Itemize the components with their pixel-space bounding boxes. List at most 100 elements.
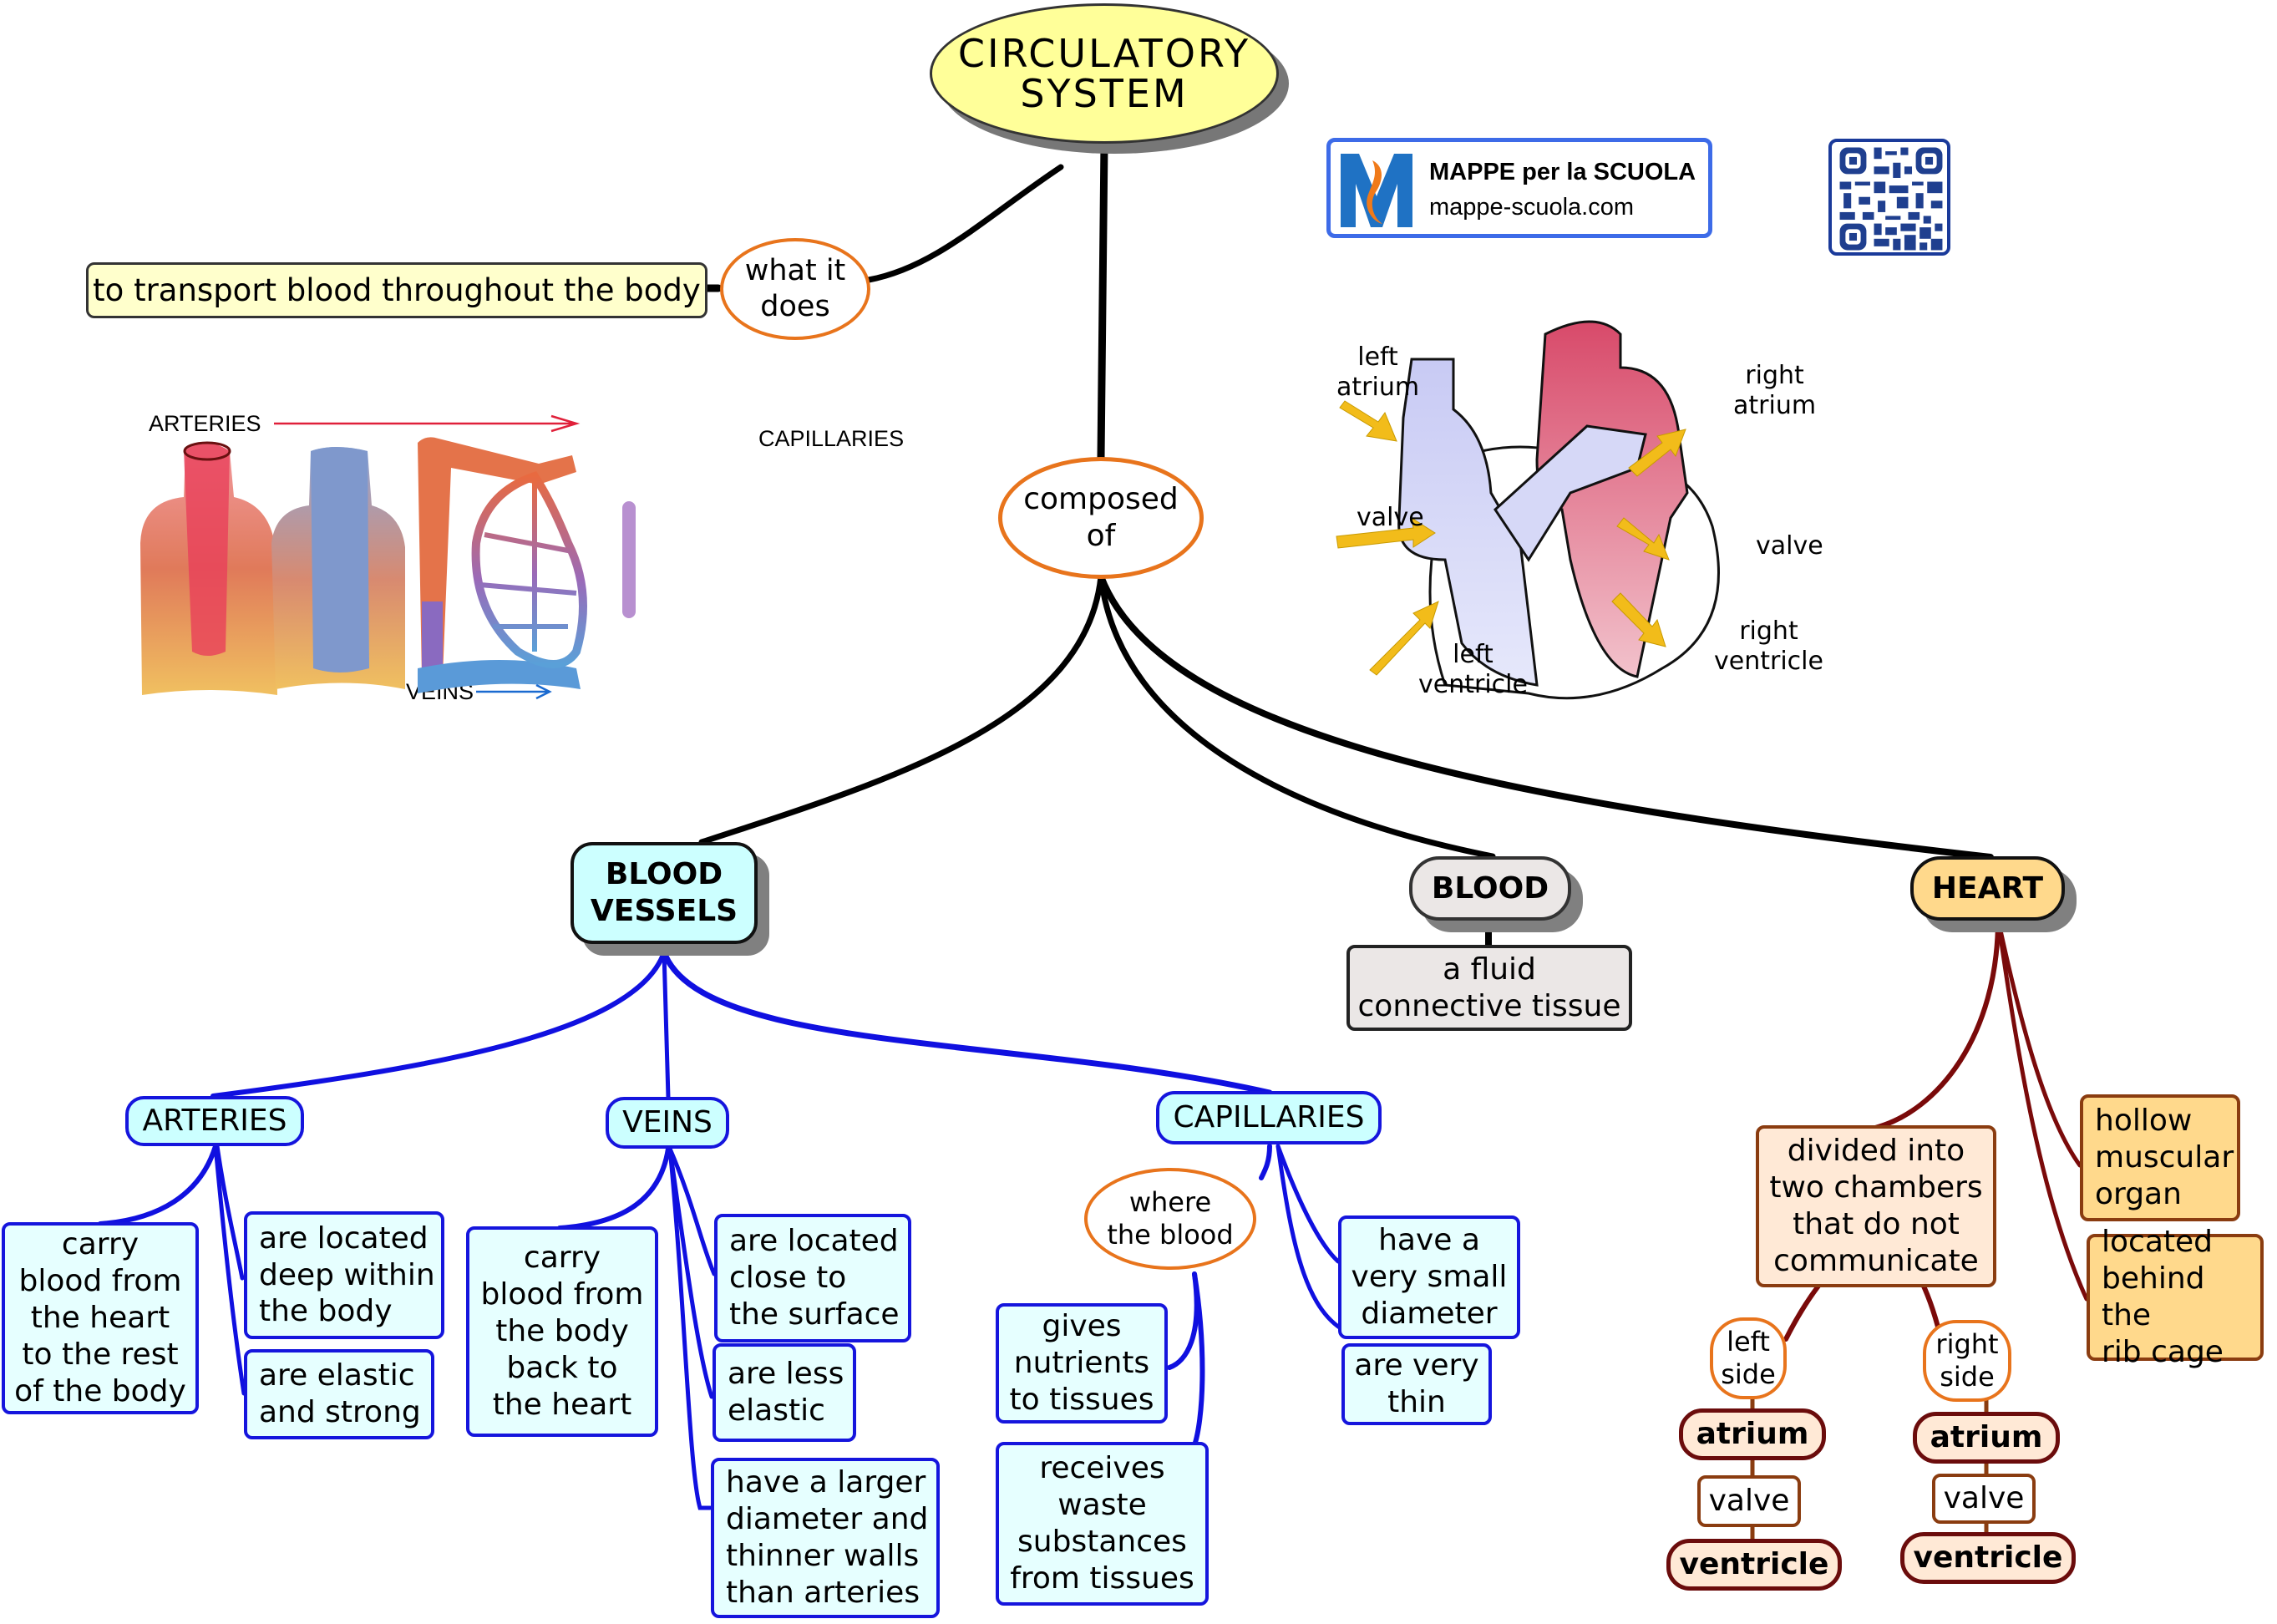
capillaries-fact-2[interactable]: are very thin bbox=[1341, 1343, 1492, 1425]
qr-code[interactable] bbox=[1828, 139, 1950, 256]
mappe-site-link[interactable]: mappe-scuola.com bbox=[1429, 194, 1634, 221]
capillaries-function-1[interactable]: gives nutrients to tissues bbox=[996, 1303, 1168, 1424]
right-valve-label: valve bbox=[1943, 1481, 2025, 1516]
heart-label-right-ventricle: right ventricle bbox=[1714, 617, 1823, 676]
link-composed-vessels bbox=[698, 573, 1104, 845]
title-node[interactable]: CIRCULATORY SYSTEM bbox=[930, 3, 1279, 144]
heart-label-left-ventricle: left ventricle bbox=[1418, 640, 1528, 699]
blood-node[interactable]: BLOOD bbox=[1409, 856, 1571, 921]
link-where-gives bbox=[1167, 1271, 1199, 1370]
capillaries-where-connector[interactable]: where the blood bbox=[1084, 1168, 1256, 1270]
what-it-does-connector[interactable]: what it does bbox=[720, 238, 870, 340]
left-atrium-node[interactable]: atrium bbox=[1679, 1408, 1826, 1460]
heart-fact-2-text: located behind the rib cage bbox=[2102, 1225, 2224, 1369]
veins-fact-1[interactable]: carry blood from the body back to the he… bbox=[466, 1226, 658, 1437]
what-it-does-answer-text: to transport blood throughout the body bbox=[93, 272, 701, 308]
veins-fact-2-text: are located close to the surface bbox=[729, 1224, 900, 1332]
right-side-node[interactable]: right side bbox=[1923, 1320, 2011, 1402]
heart-label-right-atrium: right atrium bbox=[1733, 361, 1817, 420]
arrow-left-atrium bbox=[1339, 400, 1397, 442]
capillaries-fact-2-text: are very thin bbox=[1354, 1348, 1479, 1419]
link-heart-ribcage bbox=[1996, 916, 2089, 1302]
arteries-arrow bbox=[274, 414, 581, 433]
left-valve-node[interactable]: valve bbox=[1697, 1475, 1801, 1527]
qr-code-icon bbox=[1839, 147, 1943, 251]
left-ventricle-node[interactable]: ventricle bbox=[1666, 1539, 1842, 1591]
heart-chambers-node[interactable]: divided into two chambers that do not co… bbox=[1756, 1125, 1996, 1287]
right-ventricle-label: ventricle bbox=[1913, 1540, 2063, 1576]
link-vessels-capillaries bbox=[661, 949, 1273, 1096]
capillaries-node[interactable]: CAPILLARIES bbox=[1156, 1091, 1382, 1144]
arrow-right-atrium bbox=[1628, 429, 1686, 477]
link-arteries-carry bbox=[98, 1144, 218, 1226]
composed-of-connector[interactable]: composed of bbox=[998, 457, 1204, 579]
right-atrium-label: atrium bbox=[1930, 1420, 2043, 1455]
capillaries-label: CAPILLARIES bbox=[1173, 1100, 1365, 1135]
veins-fact-4[interactable]: have a larger diameter and thinner walls… bbox=[711, 1458, 940, 1618]
arteries-fact-1-text: carry blood from the heart to the rest o… bbox=[14, 1227, 186, 1408]
arrow-left-ventricle bbox=[1369, 601, 1439, 676]
right-ventricle-node[interactable]: ventricle bbox=[1900, 1532, 2076, 1584]
heart-fact-1-text: hollow muscular organ bbox=[2095, 1104, 2234, 1211]
right-atrium-node[interactable]: atrium bbox=[1913, 1412, 2060, 1464]
link-title-composed bbox=[1097, 140, 1108, 462]
blood-vessels-illustration: ARTERIES VEINS CAPILLARIES bbox=[125, 401, 927, 710]
blood-definition[interactable]: a fluid connective tissue bbox=[1346, 945, 1632, 1031]
link-veins-carry bbox=[557, 1146, 671, 1231]
link-title-whatitdoes bbox=[865, 164, 1064, 283]
composed-of-text: composed of bbox=[1023, 482, 1179, 553]
arteries-fact-2[interactable]: are located deep within the body bbox=[244, 1211, 444, 1339]
veins-arrow bbox=[476, 683, 552, 700]
link-composed-heart bbox=[1098, 573, 1994, 860]
arrow-valve-left bbox=[1336, 516, 1436, 549]
title-text: CIRCULATORY SYSTEM bbox=[957, 30, 1251, 116]
what-it-does-answer[interactable]: to transport blood throughout the body bbox=[86, 262, 707, 318]
heart-label: HEART bbox=[1931, 870, 2044, 906]
veins-node[interactable]: VEINS bbox=[606, 1097, 729, 1149]
link-heart-hollow bbox=[1996, 916, 2082, 1168]
mappe-logo-box[interactable]: MAPPE per la SCUOLA mappe-scuola.com bbox=[1326, 138, 1712, 238]
link-veins-surface bbox=[667, 1146, 717, 1276]
veins-fact-1-text: carry blood from the body back to the he… bbox=[480, 1241, 644, 1422]
blood-label: BLOOD bbox=[1431, 870, 1549, 906]
link-arteries-elastic bbox=[213, 1144, 246, 1396]
heart-fact-2[interactable]: located behind the rib cage bbox=[2087, 1225, 2264, 1369]
link-composed-blood bbox=[1098, 573, 1496, 860]
arteries-fact-1[interactable]: carry blood from the heart to the rest o… bbox=[2, 1222, 199, 1414]
link-veins-elastic bbox=[667, 1146, 714, 1399]
image-label-capillaries: CAPILLARIES bbox=[758, 426, 905, 451]
veins-fact-3[interactable]: are less elastic bbox=[713, 1343, 856, 1442]
capillaries-function-2[interactable]: receives waste substances from tissues bbox=[996, 1442, 1209, 1606]
link-heart-chambers bbox=[1873, 916, 2001, 1130]
right-side-label: right side bbox=[1935, 1327, 1999, 1393]
arteries-fact-3-text: are elastic and strong bbox=[259, 1358, 421, 1429]
arteries-label: ARTERIES bbox=[142, 1104, 287, 1139]
blood-vessels-node[interactable]: BLOOD VESSELS bbox=[571, 842, 758, 944]
left-side-node[interactable]: left side bbox=[1710, 1317, 1787, 1399]
veins-fact-2[interactable]: are located close to the surface bbox=[714, 1214, 911, 1342]
vein-cross-section bbox=[271, 447, 405, 689]
blood-vessels-label: BLOOD VESSELS bbox=[590, 857, 738, 928]
capillaries-fact-1-text: have a very small diameter bbox=[1351, 1223, 1508, 1331]
vessels-drawing bbox=[140, 414, 636, 700]
arteries-node[interactable]: ARTERIES bbox=[125, 1096, 304, 1146]
capillaries-fact-1[interactable]: have a very small diameter bbox=[1338, 1215, 1520, 1339]
heart-chambers-text: divided into two chambers that do not co… bbox=[1769, 1134, 1983, 1278]
link-arteries-located bbox=[215, 1144, 245, 1281]
heart-fact-1[interactable]: hollow muscular organ bbox=[2080, 1094, 2240, 1221]
heart-label-left-atrium: left atrium bbox=[1336, 343, 1420, 402]
mappe-m-logo-icon bbox=[1341, 154, 1412, 227]
heart-label-valve-left: valve bbox=[1357, 503, 1424, 532]
heart-drawing bbox=[1336, 320, 1720, 700]
left-ventricle-label: ventricle bbox=[1679, 1547, 1829, 1582]
arteries-fact-3[interactable]: are elastic and strong bbox=[244, 1349, 434, 1439]
blood-definition-text: a fluid connective tissue bbox=[1357, 952, 1621, 1023]
arrow-valve-right bbox=[1616, 517, 1670, 561]
heart-node[interactable]: HEART bbox=[1910, 856, 2065, 921]
veins-fact-3-text: are less elastic bbox=[728, 1357, 844, 1428]
left-valve-label: valve bbox=[1708, 1484, 1790, 1519]
link-veins-diameter bbox=[667, 1146, 713, 1510]
right-valve-node[interactable]: valve bbox=[1932, 1474, 2036, 1524]
mappe-brand-name: MAPPE per la SCUOLA bbox=[1429, 159, 1696, 185]
capillaries-function-2-text: receives waste substances from tissues bbox=[1010, 1451, 1194, 1596]
